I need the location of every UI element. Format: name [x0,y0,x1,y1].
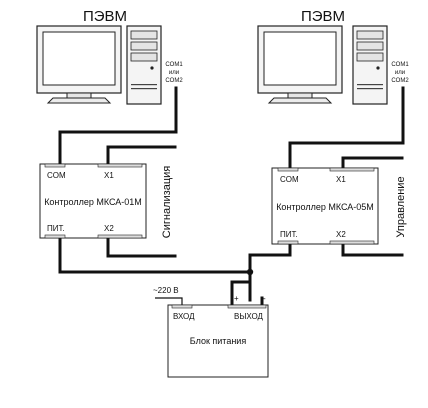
port-pit-label: ПИТ. [280,230,298,239]
x2-connector [97,234,143,239]
input-connector [171,304,193,309]
mains-label: ~220 В [153,286,179,295]
com-port-label: COM2 [391,78,409,84]
x1-line-left [106,145,177,166]
com-port-label: COM1 [391,62,409,68]
controller-name: Контроллер МКСА-05М [276,202,374,212]
port-x2-label: X2 [336,230,346,239]
com-connector [277,167,299,172]
com-cable-left [58,86,178,166]
system-unit-icon [352,25,388,105]
pit-connector [277,240,299,245]
com-cable-right [288,86,405,170]
port-com-label: COM [280,175,299,184]
monitor-icon [257,25,343,104]
com-port-label: COM2 [165,78,183,84]
minus-label: - [263,294,266,303]
monitor-icon [36,25,122,104]
controller-mksa-05m: COM X1 Контроллер МКСА-05М ПИТ. X2 [271,167,379,245]
power-supply-block: ВХОД ВЫХОД Блок питания [167,304,269,378]
com-port-label: или [169,70,179,76]
pc-left: ПЭВМ COM1 или COM2 [36,8,183,105]
power-line-left [58,236,252,274]
pc-title: ПЭВМ [83,8,127,25]
x1-connector [97,163,143,168]
com-connector [44,163,66,168]
junction-dot [246,268,254,276]
output-label: ВЫХОД [234,312,264,321]
com-port-label: COM1 [165,62,183,68]
system-unit-icon [126,25,162,105]
output-connector [227,304,267,309]
controller-name: Контроллер МКСА-01М [44,197,142,207]
x1-line-right [341,156,404,170]
wiring [58,86,405,307]
port-com-label: COM [47,171,66,180]
pc-right: ПЭВМ COM1 или COM2 [257,8,409,105]
port-x2-label: X2 [104,224,114,233]
port-x1-label: X1 [336,175,346,184]
port-x1-label: X1 [104,171,114,180]
signalization-label: Сигнализация [161,166,173,238]
controller-mksa-01m: COM X1 Контроллер МКСА-01М ПИТ. X2 [39,163,147,239]
x2-line-right [341,242,404,257]
x2-connector [329,240,375,245]
power-line-right [248,242,292,302]
control-label: Управление [395,176,407,237]
x1-connector [329,167,375,172]
power-line-plus [230,280,252,307]
x2-line-left [106,236,177,258]
com-port-label: или [395,70,405,76]
plus-label: + [234,294,239,303]
port-pit-label: ПИТ. [47,224,65,233]
pit-connector [44,234,66,239]
pc-title: ПЭВМ [301,8,345,25]
power-supply-name: Блок питания [190,336,247,346]
input-label: ВХОД [173,312,195,321]
